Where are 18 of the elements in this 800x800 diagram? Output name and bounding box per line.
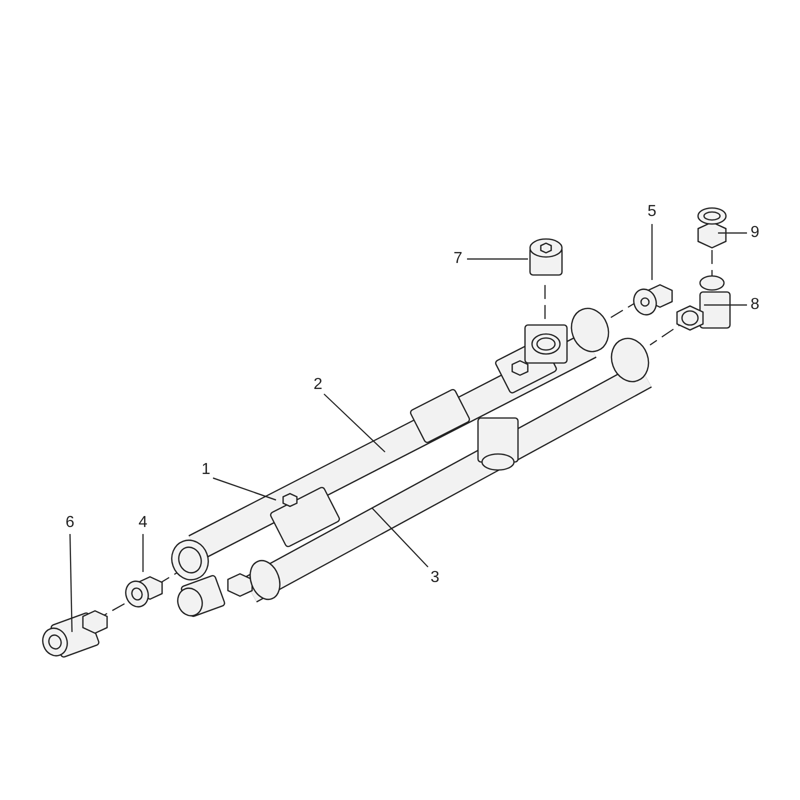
callout-number: 2	[311, 376, 325, 394]
callout-number: 8	[748, 296, 762, 314]
callout-number: 9	[748, 224, 762, 242]
callout-number: 5	[645, 203, 659, 221]
callout-number: 3	[428, 569, 442, 587]
callout-number: 4	[136, 514, 150, 532]
leader-line	[467, 258, 528, 260]
leader-line	[212, 477, 276, 501]
callout-number: 7	[451, 250, 465, 268]
leader-line	[69, 534, 73, 632]
callout-number: 6	[63, 514, 77, 532]
leader-line	[651, 224, 653, 280]
leader-line	[718, 232, 747, 234]
leader-line	[324, 394, 386, 452]
leader-line	[142, 534, 144, 572]
leader-line	[704, 304, 747, 306]
callout-number: 1	[199, 461, 213, 479]
leader-line	[372, 508, 428, 568]
